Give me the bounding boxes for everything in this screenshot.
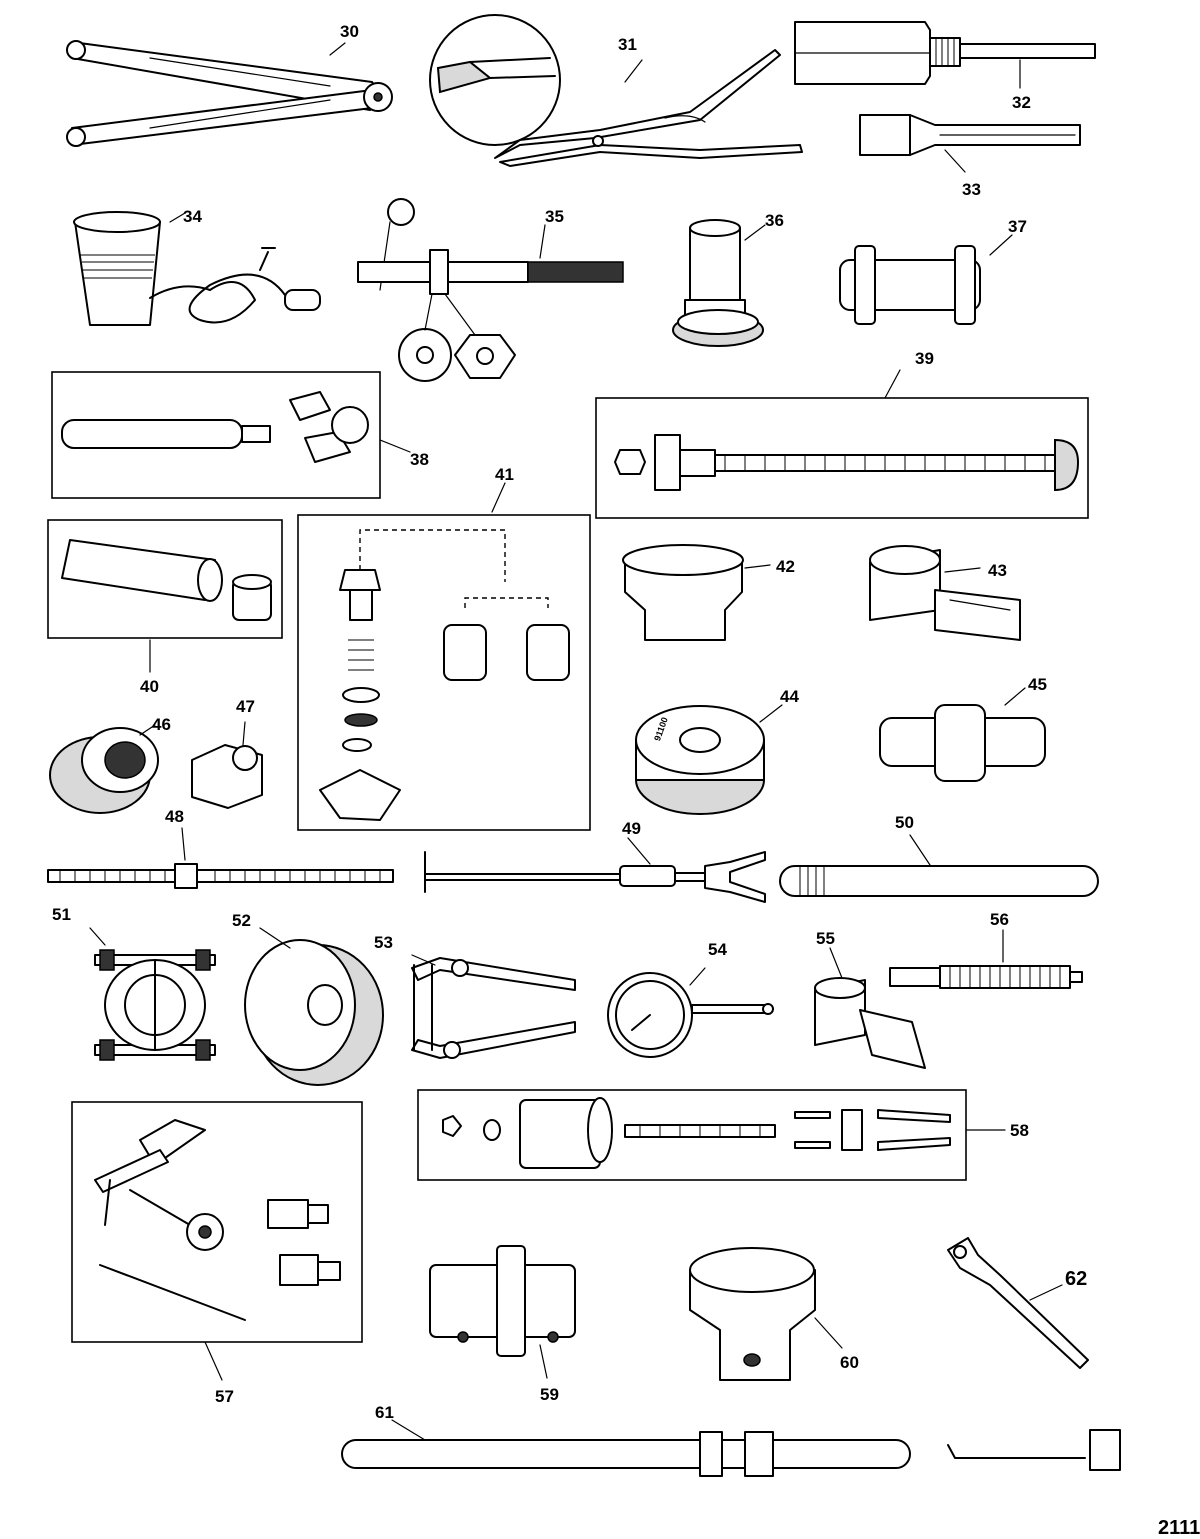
tool-55-clamp: 55 xyxy=(814,929,926,1069)
tool-43-clamp: 43 xyxy=(869,545,1021,641)
tool-44-plate: 91100 44 xyxy=(635,687,799,815)
callout-47: 47 xyxy=(236,697,255,716)
tool-48-rod: 48 xyxy=(47,807,394,889)
tool-46-ring: 46 xyxy=(49,715,171,814)
tool-59-collar: 59 xyxy=(429,1245,576,1404)
tool-60-driver: 60 xyxy=(689,1247,859,1381)
tool-49-slide-hammer: 49 xyxy=(424,819,766,903)
callout-33: 33 xyxy=(962,180,981,199)
callout-62: 62 xyxy=(1065,1268,1087,1290)
tool-38-kit: 38 xyxy=(51,371,429,499)
tool-57-kit: 57 xyxy=(71,1101,363,1406)
tool-30-spanner-wrench: 30 xyxy=(66,22,393,147)
tool-33-driver: 33 xyxy=(859,114,1081,199)
callout-46: 46 xyxy=(152,715,171,734)
tool-36-installer: 36 xyxy=(672,211,784,347)
tool-37-spool: 37 xyxy=(839,217,1027,325)
callout-53: 53 xyxy=(374,933,393,952)
callout-37: 37 xyxy=(1008,217,1027,236)
tool-54-dial-indicator: 54 xyxy=(607,940,774,1058)
tool-35-shaft-assembly: 35 xyxy=(357,198,624,382)
callout-54: 54 xyxy=(708,940,727,959)
tool-31-pliers: 31 xyxy=(429,14,803,167)
callout-48: 48 xyxy=(165,807,184,826)
tool-53-puller: 53 xyxy=(374,933,576,1059)
tool-39-puller: 39 xyxy=(595,349,1089,519)
figure-number: 2111 xyxy=(1158,1517,1200,1539)
callout-32: 32 xyxy=(1012,93,1031,112)
tool-40-kit: 40 xyxy=(47,519,283,696)
tool-32-driver: 32 xyxy=(794,21,1096,112)
callout-39: 39 xyxy=(915,349,934,368)
tool-47-socket: 47 xyxy=(191,697,263,809)
callout-34: 34 xyxy=(183,207,202,226)
callout-36: 36 xyxy=(765,211,784,230)
callout-44: 44 xyxy=(780,687,799,706)
callout-43: 43 xyxy=(988,561,1007,580)
tool-41-kit: 41 xyxy=(297,465,591,831)
callout-61: 61 xyxy=(375,1403,394,1422)
tool-34-heater: 34 xyxy=(73,207,321,326)
callout-41: 41 xyxy=(495,465,514,484)
callout-38: 38 xyxy=(410,450,429,469)
callout-59: 59 xyxy=(540,1385,559,1404)
callout-50: 50 xyxy=(895,813,914,832)
callout-40: 40 xyxy=(140,677,159,696)
tool-58-kit: 58 xyxy=(417,1089,1029,1181)
callout-49: 49 xyxy=(622,819,641,838)
callout-51: 51 xyxy=(52,905,71,924)
callout-31: 31 xyxy=(618,35,637,54)
callout-57: 57 xyxy=(215,1387,234,1406)
tool-62-wrench: 62 xyxy=(947,1237,1089,1369)
callout-30: 30 xyxy=(340,22,359,41)
callout-45: 45 xyxy=(1028,675,1047,694)
callout-52: 52 xyxy=(232,911,251,930)
tool-50-bar: 50 xyxy=(779,813,1099,897)
tool-45-pilot: 45 xyxy=(879,675,1047,782)
callout-58: 58 xyxy=(1010,1121,1029,1140)
callout-55: 55 xyxy=(816,929,835,948)
callout-35: 35 xyxy=(545,207,564,226)
tool-52-disc: 52 xyxy=(232,911,384,1086)
callout-56: 56 xyxy=(990,910,1009,929)
tool-51-separator: 51 xyxy=(52,905,216,1061)
tool-56-shaft: 56 xyxy=(889,910,1083,989)
callout-42: 42 xyxy=(776,557,795,576)
tool-61-bar: 61 xyxy=(341,1403,1121,1477)
callout-60: 60 xyxy=(840,1353,859,1372)
tool-42-socket: 42 xyxy=(622,544,795,641)
